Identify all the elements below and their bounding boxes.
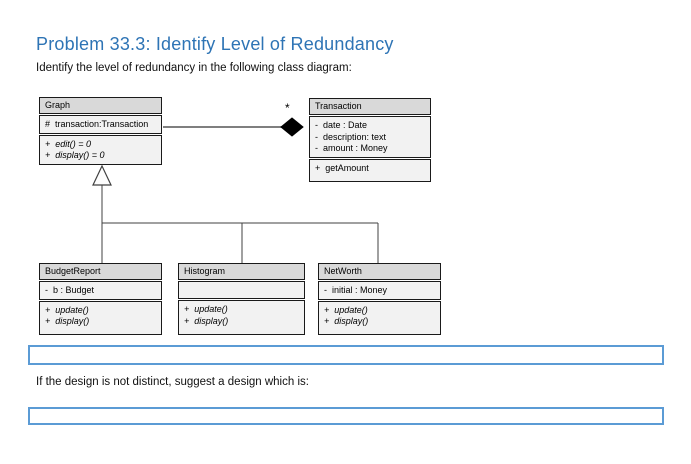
attributes-compartment: - date : Date - description: text - amou… [309,116,431,158]
class-box-histogram: Histogram + update() + display() [178,263,305,335]
multiplicity-label: * [285,101,290,115]
method-row: + update() [45,304,89,315]
method-row: + display() [45,316,90,326]
method-row: + update() [184,304,228,314]
answer-input-2[interactable] [28,407,664,425]
method-row: + getAmount [315,162,369,173]
method-row: + update() [324,304,368,315]
methods-compartment: + edit() = 0 + display() = 0 [39,134,162,165]
attribute-row: - initial : Money [324,285,388,295]
class-name: Graph [39,97,162,114]
method-row: + display() = 0 [45,150,105,160]
methods-compartment: + update() + display() [318,300,441,335]
attribute-row: - description: text [315,131,387,142]
method-row: + edit() = 0 [45,138,92,149]
page-title: Problem 33.3: Identify Level of Redundan… [36,34,394,54]
method-row: + display() [324,316,369,326]
attributes-compartment: # transaction:Transaction [39,115,162,134]
class-name: BudgetReport [39,263,162,280]
methods-compartment: + getAmount [309,158,431,182]
instruction-text: Identify the level of redundancy in the … [36,62,352,74]
methods-compartment: + update() + display() [178,300,305,335]
attribute-row: - date : Date [315,120,368,130]
attribute-row: # transaction:Transaction [45,119,149,129]
attribute-row: - b : Budget [45,285,95,295]
method-row: + display() [184,315,229,326]
class-box-transaction: Transaction - date : Date - description:… [309,98,431,182]
class-name: Histogram [178,263,305,280]
followup-text: If the design is not distinct, suggest a… [36,376,309,388]
methods-compartment: + update() + display() [39,300,162,335]
class-name: NetWorth [318,263,441,280]
class-box-budgetreport: BudgetReport - b : Budget + update() + d… [39,263,162,335]
attribute-row: - amount : Money [315,143,388,153]
class-name: Transaction [309,98,431,115]
composition-diamond-icon [280,117,304,137]
attributes-compartment: - b : Budget [39,281,162,300]
answer-input-1[interactable] [28,345,664,365]
class-box-graph: Graph # transaction:Transaction + edit()… [39,97,162,165]
class-box-networth: NetWorth - initial : Money + update() + … [318,263,441,335]
attributes-compartment [178,281,305,299]
generalization-triangle-icon [92,164,112,186]
attribute-row-empty [184,285,299,296]
attributes-compartment: - initial : Money [318,281,441,300]
